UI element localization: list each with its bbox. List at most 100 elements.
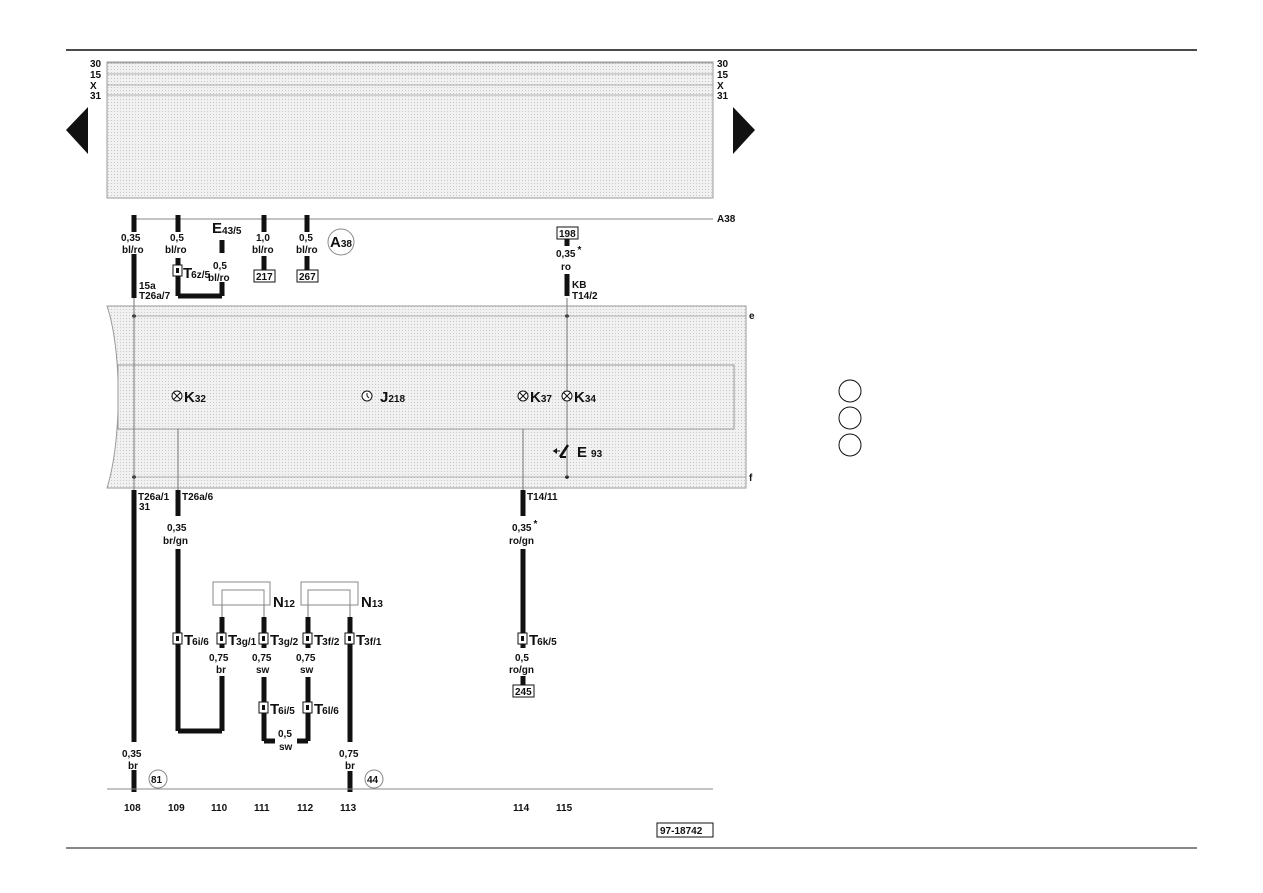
track-109: 109 bbox=[168, 803, 185, 814]
wire-size-111-mid: 0,75 bbox=[252, 653, 272, 664]
rail-label-right-30: 30 bbox=[717, 59, 729, 70]
track-110: 110 bbox=[211, 803, 228, 814]
wire-color-114: ro/gn bbox=[509, 536, 534, 547]
wire-color-113-bottom: br bbox=[345, 761, 355, 772]
pin-t26a-1-terminal: 31 bbox=[139, 502, 151, 513]
wire-color-e43: bl/ro bbox=[208, 273, 230, 284]
wire-color-198: ro bbox=[561, 262, 571, 273]
track-108: 108 bbox=[124, 803, 141, 814]
valve-n12-coil bbox=[221, 589, 265, 606]
connector-t3f-1: T3f/1 bbox=[356, 632, 382, 649]
next-page-arrow-icon[interactable] bbox=[733, 107, 755, 154]
wire-color-112-mid: sw bbox=[300, 665, 314, 676]
connector-t3g-1: T3g/1 bbox=[228, 632, 257, 649]
pin-t26a-6: T26a/6 bbox=[182, 492, 214, 503]
legend-circle-3 bbox=[838, 433, 862, 457]
connector-t6k-5-icon bbox=[517, 632, 528, 645]
wire-size-198: 0,35* bbox=[556, 245, 581, 260]
track-112: 112 bbox=[297, 803, 314, 814]
wire-size-108: 0,35 bbox=[121, 233, 141, 244]
pin-t26a-1: T26a/1 bbox=[138, 492, 170, 503]
wire-color-108-bottom: br bbox=[128, 761, 138, 772]
rail-label-left-31: 31 bbox=[90, 91, 102, 102]
wire-color-111: bl/ro bbox=[252, 245, 274, 256]
track-111: 111 bbox=[254, 803, 270, 814]
kb-label: KB bbox=[572, 280, 586, 291]
ground-81: 81 bbox=[151, 775, 163, 786]
track-115: 115 bbox=[556, 803, 573, 814]
wire-color-109-bottom: br/gn bbox=[163, 536, 188, 547]
kb-pin: T14/2 bbox=[572, 291, 598, 302]
component-k32: K32 bbox=[184, 389, 206, 406]
connector-t6l-6-icon bbox=[302, 701, 313, 714]
track-113: 113 bbox=[340, 803, 357, 814]
ground-a38-circle bbox=[327, 228, 355, 256]
connector-t6i-6-icon bbox=[172, 632, 183, 645]
connector-t3g-2: T3g/2 bbox=[270, 632, 299, 649]
wire-size-114: 0,35* bbox=[512, 519, 537, 534]
rail-label-left-x: X bbox=[90, 81, 97, 92]
legend-circle-2 bbox=[838, 406, 862, 430]
connector-t6l-6: T6l/6 bbox=[314, 701, 339, 718]
wire-size-113-bottom: 0,75 bbox=[339, 749, 359, 760]
rail-label-right-31: 31 bbox=[717, 91, 729, 102]
wire-size-109: 0,5 bbox=[170, 233, 184, 244]
rail-label-left-15: 15 bbox=[90, 70, 102, 81]
connector-t3g-2-icon bbox=[258, 632, 269, 645]
wire-size-e43: 0,5 bbox=[213, 261, 227, 272]
reference-217: 217 bbox=[256, 272, 273, 283]
fuse-panel bbox=[106, 61, 714, 199]
pin-15a-label: 15a bbox=[139, 281, 156, 292]
wire-size-112: 0,5 bbox=[299, 233, 313, 244]
connector-t3g-1-icon bbox=[216, 632, 227, 645]
switch-e93-icon bbox=[553, 444, 570, 458]
rail-label-right-15: 15 bbox=[717, 70, 729, 81]
connector-t6z-5: T6z/5 bbox=[183, 265, 211, 282]
wire-size-111: 1,0 bbox=[256, 233, 270, 244]
track-114: 114 bbox=[513, 803, 530, 814]
component-j218: J218 bbox=[380, 389, 405, 406]
pin-t14-11: T14/11 bbox=[527, 492, 558, 503]
wire-size-109-bottom: 0,35 bbox=[167, 523, 187, 534]
drawing-number: 97-18742 bbox=[660, 826, 703, 837]
connector-t3f-1-icon bbox=[344, 632, 355, 645]
wire-color-114-low: ro/gn bbox=[509, 665, 534, 676]
wire-color-sw-bridge: sw bbox=[279, 742, 293, 753]
rail-label-left-30: 30 bbox=[90, 59, 102, 70]
pin-t26a-7: T26a/7 bbox=[139, 291, 171, 302]
edge-label-e: e bbox=[749, 311, 755, 322]
valve-n12: N12 bbox=[273, 594, 295, 611]
connector-t3f-2: T3f/2 bbox=[314, 632, 340, 649]
connector-t6i-6: T6i/6 bbox=[184, 632, 209, 649]
wire-size-110: 0,75 bbox=[209, 653, 229, 664]
connector-t6k-5: T6k/5 bbox=[529, 632, 557, 649]
wire-color-112: bl/ro bbox=[296, 245, 318, 256]
wire-size-sw-bridge: 0,5 bbox=[278, 729, 292, 740]
ground-a38: A38 bbox=[330, 234, 352, 251]
wire-size-112-mid: 0,75 bbox=[296, 653, 316, 664]
warning-lamp-panel bbox=[117, 364, 735, 430]
wire-color-111-mid: sw bbox=[256, 665, 270, 676]
ground-44-circle bbox=[364, 769, 384, 789]
previous-page-arrow-icon[interactable] bbox=[66, 107, 88, 154]
wire-size-108-bottom: 0,35 bbox=[122, 749, 142, 760]
wire-color-108: bl/ro bbox=[122, 245, 144, 256]
reference-245: 245 bbox=[515, 687, 532, 698]
connector-t6i-5: T6i/5 bbox=[270, 701, 295, 718]
component-e43: E43/5 bbox=[212, 220, 242, 237]
wire-size-114-low: 0,5 bbox=[515, 653, 529, 664]
reference-267: 267 bbox=[299, 272, 316, 283]
bus-label: A38 bbox=[717, 214, 736, 225]
valve-n13: N13 bbox=[361, 594, 383, 611]
ground-81-circle bbox=[148, 769, 168, 789]
legend-circle-1 bbox=[838, 379, 862, 403]
component-k37: K37 bbox=[530, 389, 552, 406]
component-k34: K34 bbox=[574, 389, 596, 406]
wire-color-109: bl/ro bbox=[165, 245, 187, 256]
ground-44: 44 bbox=[367, 775, 379, 786]
rail-label-right-x: X bbox=[717, 81, 724, 92]
connector-t6i-5-icon bbox=[258, 701, 269, 714]
valve-n13-coil bbox=[307, 589, 351, 606]
